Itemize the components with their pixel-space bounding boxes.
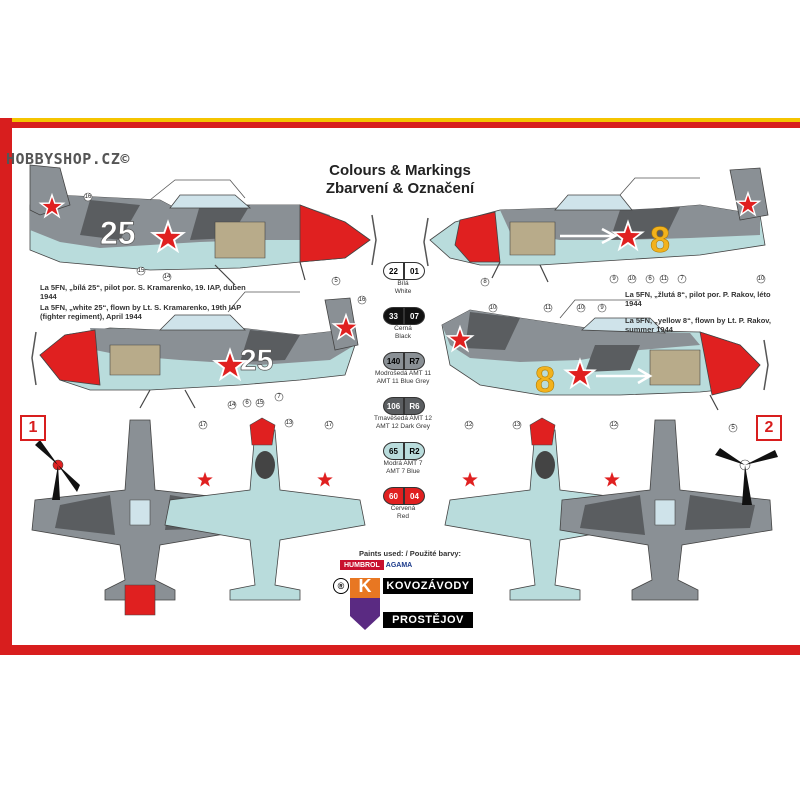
profile-right-mid: 8: [441, 299, 769, 433]
profile-left-top: 25: [29, 164, 377, 286]
decal-callout: 6: [648, 276, 652, 282]
agama-code: R7: [404, 352, 425, 370]
aircraft-number-left-top: 25: [100, 215, 136, 251]
decal-callout: 14: [228, 402, 236, 408]
decal-callout: 10: [628, 276, 636, 282]
humbrol-code: 106: [383, 397, 404, 415]
paint-label-cz: Červená: [390, 505, 416, 512]
bottom-red-border: [0, 645, 800, 655]
logo-line-1: KOVOZÁVODY: [383, 578, 473, 594]
decal-callout: 8: [483, 279, 487, 285]
decal-callout: 17: [325, 422, 333, 428]
title-en: Colours & Markings: [329, 162, 471, 179]
left-red-border: [0, 118, 12, 653]
profile-number-flag-1: 1: [20, 415, 46, 441]
decal-callout: 10: [489, 305, 497, 311]
logo-mark: K: [358, 576, 372, 596]
decal-callout: 9: [600, 305, 604, 311]
humbrol-code: 65: [383, 442, 404, 460]
kovozavody-shield-icon: [350, 578, 380, 630]
profile-left-mid: 25: [31, 291, 367, 410]
watermark: HOBBYSHOP.CZ©: [6, 150, 130, 168]
agama-code: 07: [404, 307, 425, 325]
caption-left-en: La 5FN, „white 25“, flown by Lt. S. Kram…: [40, 303, 242, 321]
decal-callout: 10: [577, 305, 585, 311]
decal-callout: 9: [612, 276, 616, 282]
decal-callout: 16: [84, 194, 92, 200]
title-cz: Zbarvení & Označení: [325, 180, 475, 197]
humbrol-code: 60: [383, 487, 404, 505]
paint-label-cz: Modrá AMT 7: [383, 460, 423, 467]
decal-callout: 11: [544, 305, 552, 311]
brand-strip: HUMBROL AGAMA: [340, 560, 470, 570]
decal-callout: 5: [731, 425, 735, 431]
decal-callout: 13: [513, 422, 521, 428]
humbrol-code: 22: [383, 262, 404, 280]
top-yellow-border: [0, 118, 800, 122]
logo-line-2: PROSTĚJOV: [383, 612, 473, 628]
paint-label-en: Black: [395, 333, 411, 340]
caption-right-en: La 5FN, „yellow 8“, flown by Lt. P. Rako…: [625, 316, 772, 334]
registered-mark: ®: [333, 578, 349, 594]
decal-callout: 14: [163, 274, 171, 280]
decal-callout: 7: [277, 394, 281, 400]
decal-callout: 13: [285, 420, 293, 426]
decal-callout: 12: [465, 422, 473, 428]
decal-callout: 6: [245, 400, 249, 406]
profile-right-top: 8: [423, 167, 769, 287]
decal-callout: 5: [334, 278, 338, 284]
plan-left-bottom: [164, 417, 366, 601]
paint-label-cz: Modrošedá AMT 11: [374, 370, 432, 377]
agama-brand: AGAMA: [385, 561, 413, 569]
caption-right-cz: La 5FN, „žlutá 8“, pilot por. P. Rakov, …: [625, 290, 771, 308]
decal-callout: 10: [757, 276, 765, 282]
paint-label-cz: Tmavěšedá AMT 12: [373, 415, 433, 422]
decal-callout: 11: [660, 276, 668, 282]
decal-callout: 15: [256, 400, 264, 406]
agama-code: R6: [404, 397, 425, 415]
paint-label-en: AMT 12 Dark Grey: [375, 423, 431, 430]
decal-callout: 7: [680, 276, 684, 282]
plan-right-top: [559, 419, 778, 601]
agama-code: 04: [404, 487, 425, 505]
humbrol-code: 140: [383, 352, 404, 370]
paint-label-en: AMT 11 Blue Grey: [376, 378, 430, 385]
aircraft-number-right-top: 8: [650, 219, 670, 260]
decal-callout: 17: [199, 422, 207, 428]
decal-callout: 16: [358, 297, 366, 303]
agama-code: R2: [404, 442, 425, 460]
agama-code: 01: [404, 262, 425, 280]
paint-label-en: Red: [397, 513, 409, 520]
decal-callout: 15: [137, 268, 145, 274]
profile-number-flag-2: 2: [756, 415, 782, 441]
paints-used-label: Paints used: / Použité barvy:: [358, 549, 462, 558]
paint-label-cz: Černá: [394, 325, 412, 332]
humbrol-code: 33: [383, 307, 404, 325]
aircraft-number-right-mid: 8: [535, 359, 555, 400]
humbrol-brand: HUMBROL: [340, 560, 384, 570]
decal-callout: 12: [610, 422, 618, 428]
paint-label-en: AMT 7 Blue: [386, 468, 420, 475]
paint-label-cz: Bílá: [397, 280, 409, 287]
paint-label-en: White: [394, 288, 412, 295]
top-red-border: [0, 118, 800, 128]
caption-left-cz: La 5FN, „bílá 25“, pilot por. S. Kramare…: [40, 283, 246, 301]
